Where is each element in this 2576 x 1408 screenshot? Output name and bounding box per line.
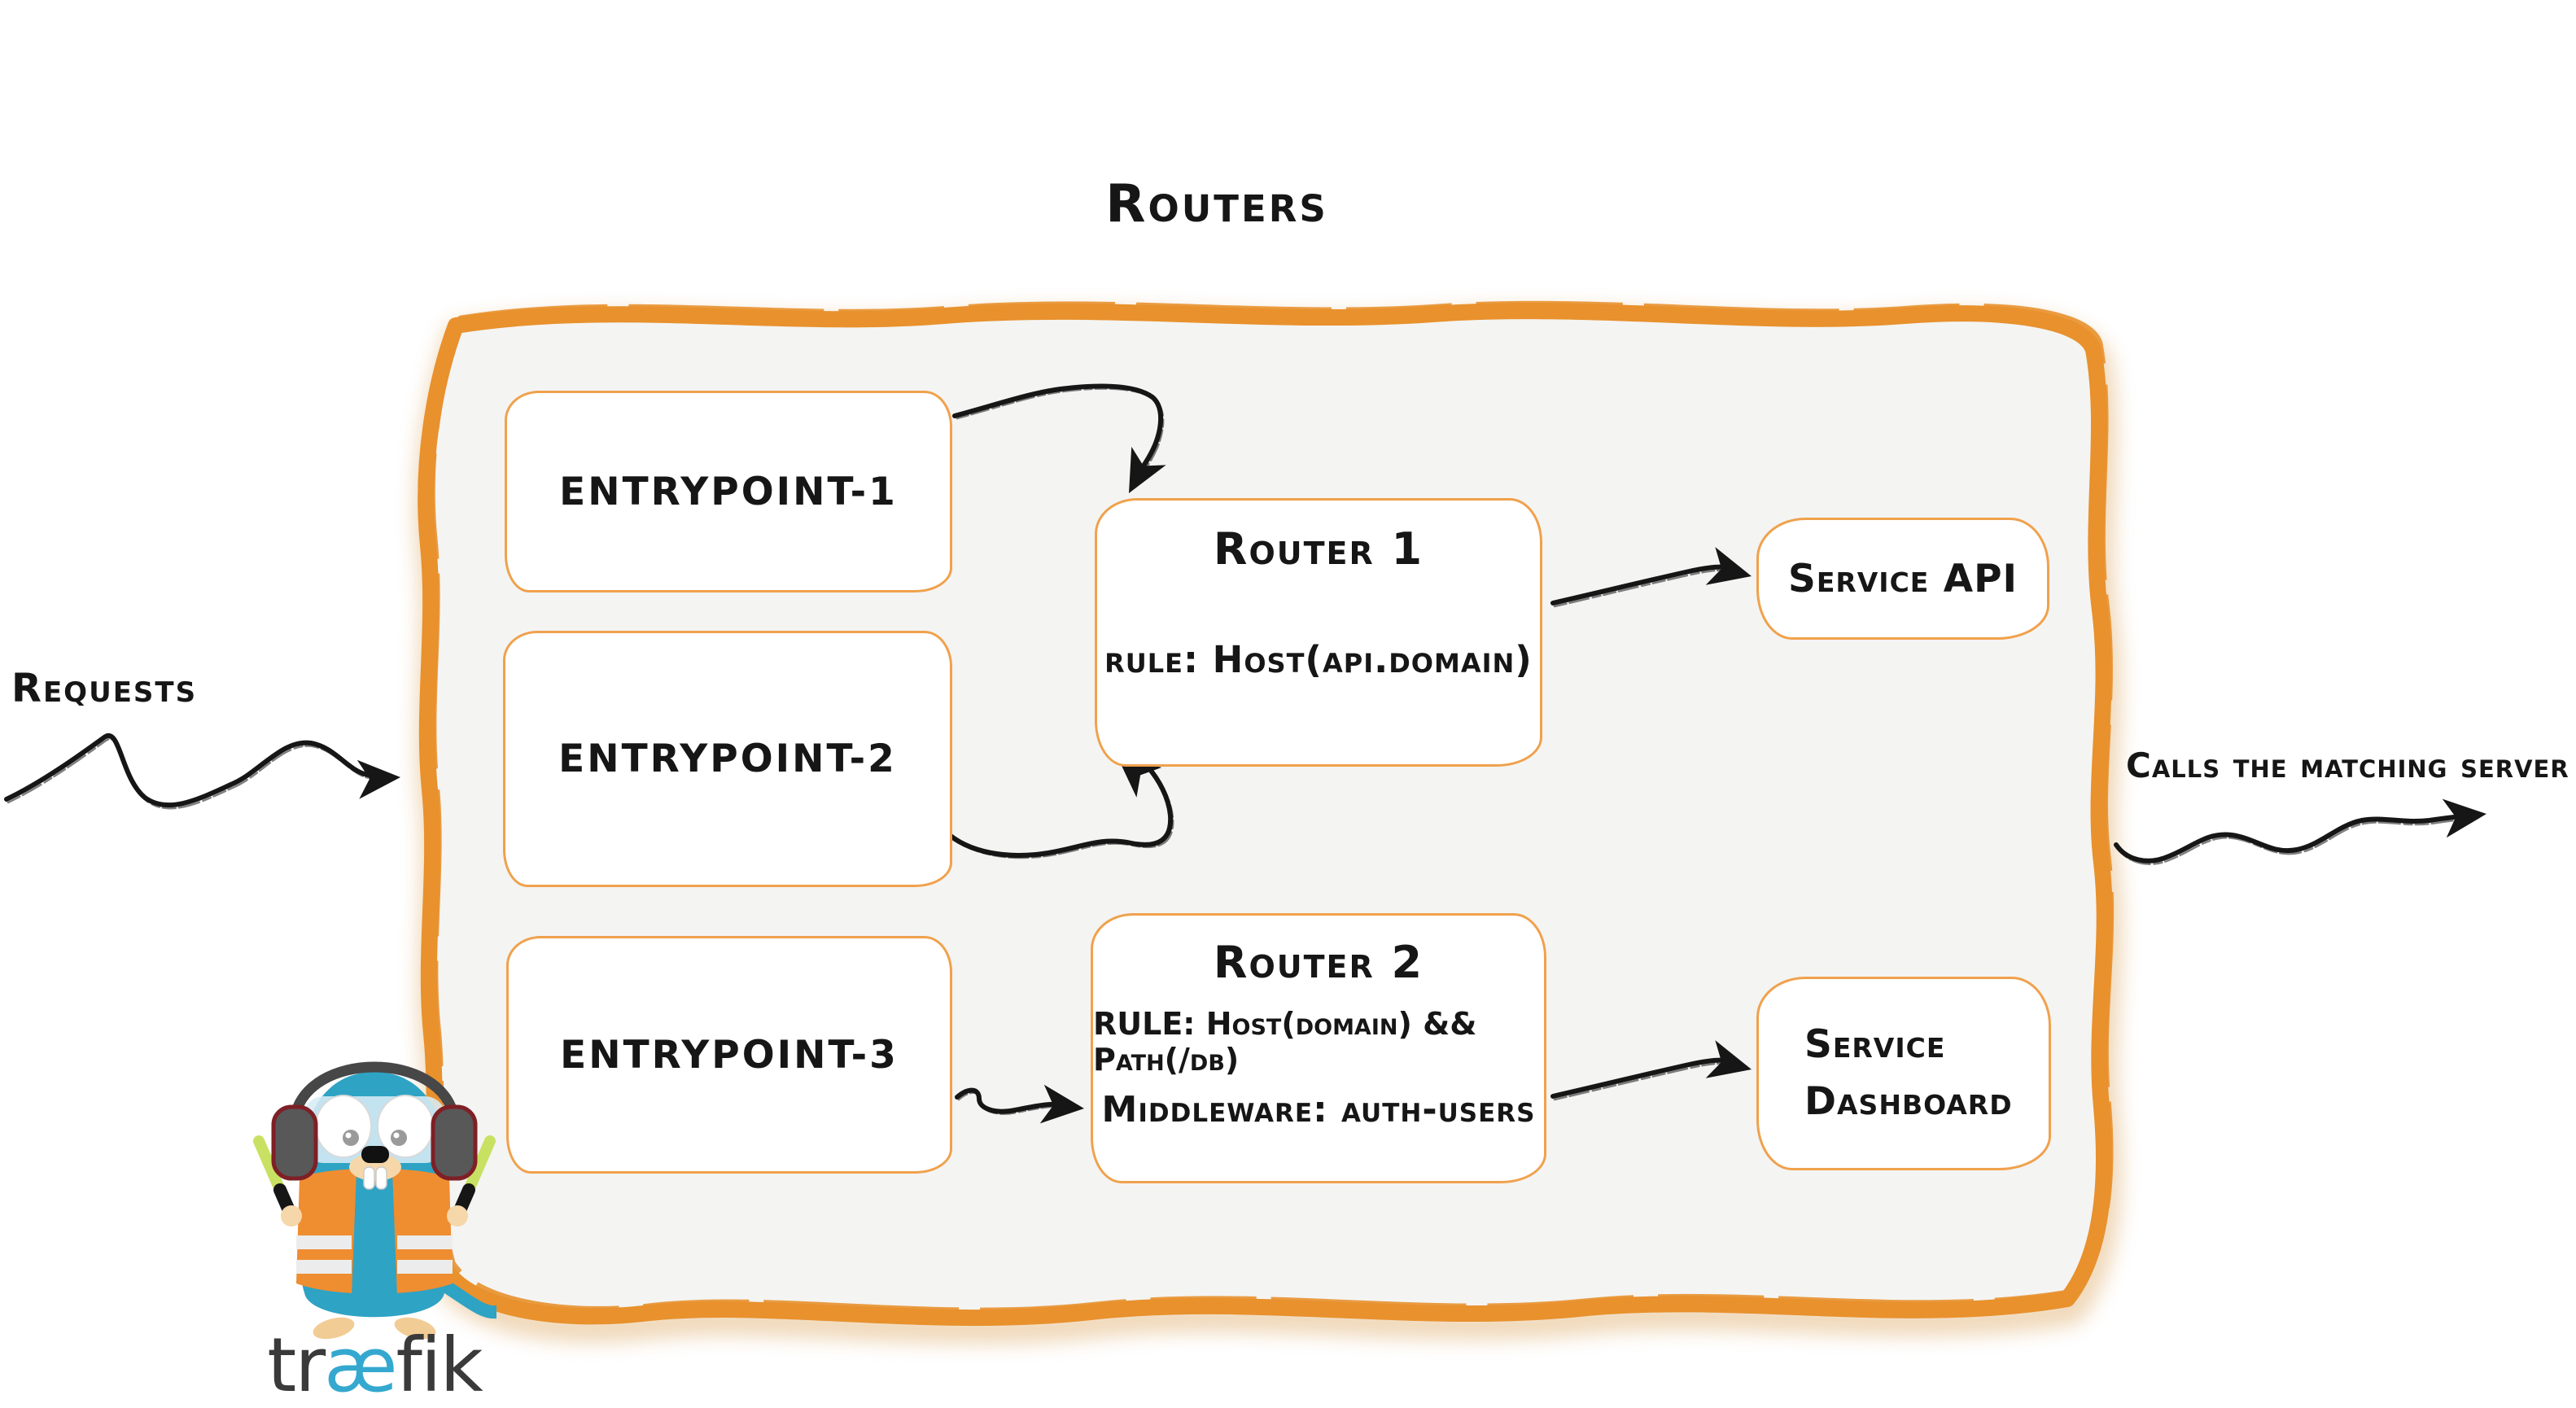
entrypoint-2-box: entrypoint-2	[503, 631, 952, 887]
logotype-ligature: æ	[324, 1322, 397, 1408]
router-2-middleware: Middleware: auth-users	[1101, 1089, 1536, 1130]
service-dashboard-label: Service Dashboard	[1804, 1021, 2013, 1125]
router-2-box: Router 2 RULE: Host(domain) && Path(/db)…	[1091, 913, 1546, 1183]
router-1-title: Router 1	[1213, 523, 1424, 575]
traefik-logotype: træfik	[236, 1326, 513, 1406]
router-2-rule: RULE: Host(domain) && Path(/db)	[1093, 1006, 1477, 1078]
arrow-router2-to-service-dashboard	[1550, 1040, 1752, 1101]
logotype-prefix: tr	[267, 1322, 326, 1408]
service-dashboard-box: Service Dashboard	[1756, 977, 2051, 1170]
logotype-suffix: fik	[396, 1322, 483, 1408]
router-1-box: Router 1 rule: Host(api.domain)	[1095, 498, 1542, 767]
traefik-gopher-logo-icon	[253, 1061, 496, 1340]
entrypoint-3-box: entrypoint-3	[506, 936, 952, 1174]
entrypoint-1-box: entrypoint-1	[505, 391, 952, 592]
entrypoint-2-label: entrypoint-2	[558, 737, 897, 781]
requests-arrow	[4, 733, 400, 810]
calls-server-label: Calls the matching server	[2126, 746, 2569, 785]
entrypoint-1-label: entrypoint-1	[559, 469, 898, 514]
requests-label: Requests	[11, 666, 198, 711]
arrow-router1-to-service-api	[1550, 547, 1752, 608]
service-api-label: Service API	[1787, 556, 2018, 601]
diagram-title: Routers	[1105, 174, 1328, 234]
service-api-box: Service API	[1756, 518, 2049, 640]
arrow-entrypoint1-to-router1	[952, 383, 1166, 493]
arrow-entrypoint3-to-router2	[955, 1084, 1084, 1124]
router-1-rule: rule: Host(api.domain)	[1104, 638, 1533, 681]
calls-server-arrow	[2114, 798, 2486, 865]
router-2-title: Router 2	[1213, 937, 1424, 988]
entrypoint-3-label: entrypoint-3	[560, 1032, 899, 1078]
